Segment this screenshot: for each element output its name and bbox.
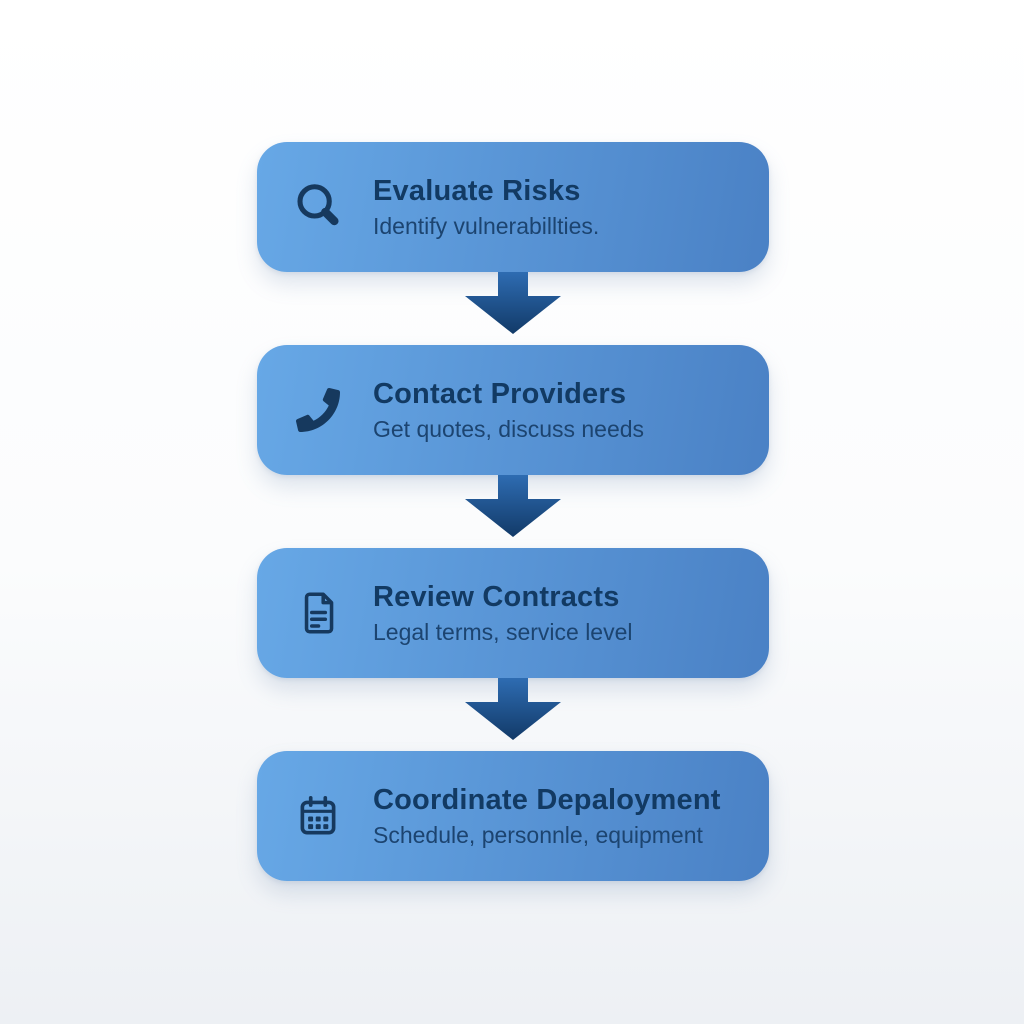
flow-step: Evaluate Risks Identify vulnerabillties. — [257, 142, 769, 272]
step-title: Evaluate Risks — [373, 174, 581, 207]
step-icon-wrap — [289, 381, 347, 439]
step-subtitle: Identify vulnerabillties. — [373, 212, 600, 239]
flow-step: Review Contracts Legal terms, service le… — [257, 548, 769, 678]
arrow-down-icon — [465, 475, 561, 537]
calendar-icon — [300, 795, 336, 835]
flow-step: Coordinate Depaloyment Schedule, personn… — [257, 751, 769, 881]
flowchart: Evaluate Risks Identify vulnerabillties. — [257, 142, 769, 881]
step-text: Contact Providers Get quotes, discuss ne… — [373, 378, 644, 443]
flow-arrow — [257, 678, 769, 751]
step-text: Coordinate Depaloyment Schedule, personn… — [373, 784, 721, 849]
arrow-down-icon — [465, 678, 561, 740]
document-icon — [304, 592, 334, 634]
step-subtitle: Schedule, personnle, equipment — [373, 821, 703, 848]
magnifier-icon — [297, 184, 339, 226]
phone-icon — [296, 388, 340, 432]
step-icon-wrap — [289, 787, 347, 845]
step-title: Contact Providers — [373, 377, 627, 410]
arrow-down-icon — [465, 272, 561, 334]
step-title: Review Contracts — [373, 580, 620, 613]
step-icon-wrap — [289, 178, 347, 236]
step-text: Evaluate Risks Identify vulnerabillties. — [373, 175, 599, 240]
step-text: Review Contracts Legal terms, service le… — [373, 581, 633, 646]
flow-step: Contact Providers Get quotes, discuss ne… — [257, 345, 769, 475]
step-subtitle: Get quotes, discuss needs — [373, 415, 645, 442]
step-title: Coordinate Depaloyment — [373, 783, 721, 816]
flow-arrow — [257, 272, 769, 345]
flow-arrow — [257, 475, 769, 548]
step-subtitle: Legal terms, service level — [373, 618, 633, 645]
step-icon-wrap — [289, 584, 347, 642]
